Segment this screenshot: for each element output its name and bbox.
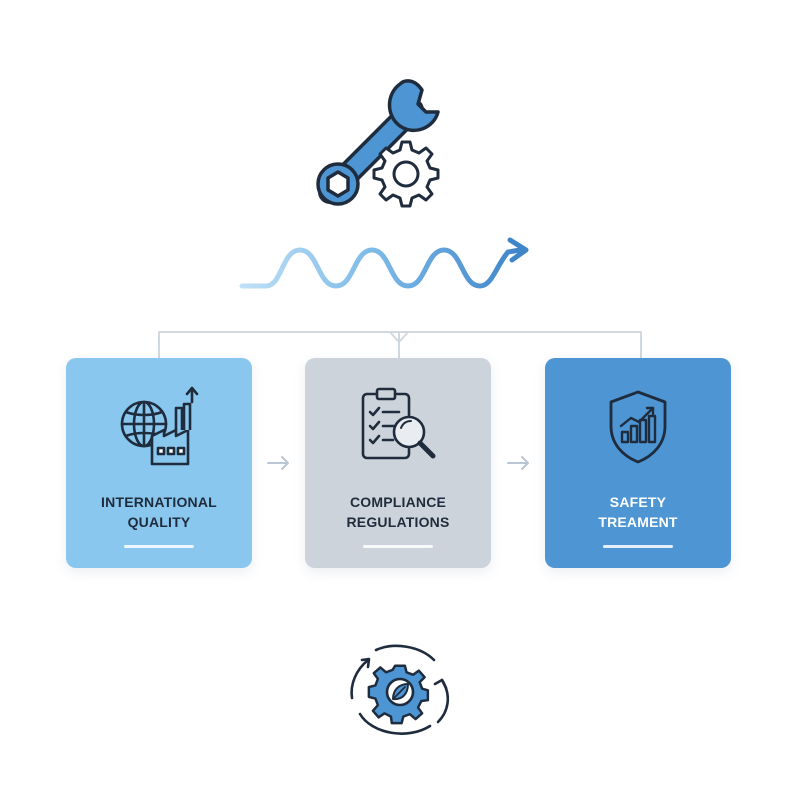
card-connector: [158, 331, 642, 359]
card-label: COMPLIANCE REGULATIONS: [346, 494, 450, 530]
checklist-magnifier-icon: [361, 387, 436, 460]
card-divider: [363, 545, 433, 548]
wrench-gear-icon: [316, 79, 440, 208]
card-divider: [603, 545, 673, 548]
globe-factory-icon: [120, 386, 199, 466]
gear-cycle-icon: [350, 644, 450, 735]
card-divider: [124, 545, 194, 548]
card-international-quality: INTERNATIONAL QUALITY: [66, 358, 252, 568]
card-compliance-regulations: COMPLIANCE REGULATIONS: [305, 358, 491, 568]
card-safety-treament: SAFETY TREAMENT: [545, 358, 731, 568]
card-label: INTERNATIONAL QUALITY: [101, 494, 217, 530]
flow-arrow-icon: [267, 456, 289, 470]
card-label: SAFETY TREAMENT: [598, 494, 678, 530]
wave-arrow-icon: [239, 237, 529, 289]
flow-arrow-icon: [507, 456, 529, 470]
shield-chart-icon: [609, 390, 667, 464]
